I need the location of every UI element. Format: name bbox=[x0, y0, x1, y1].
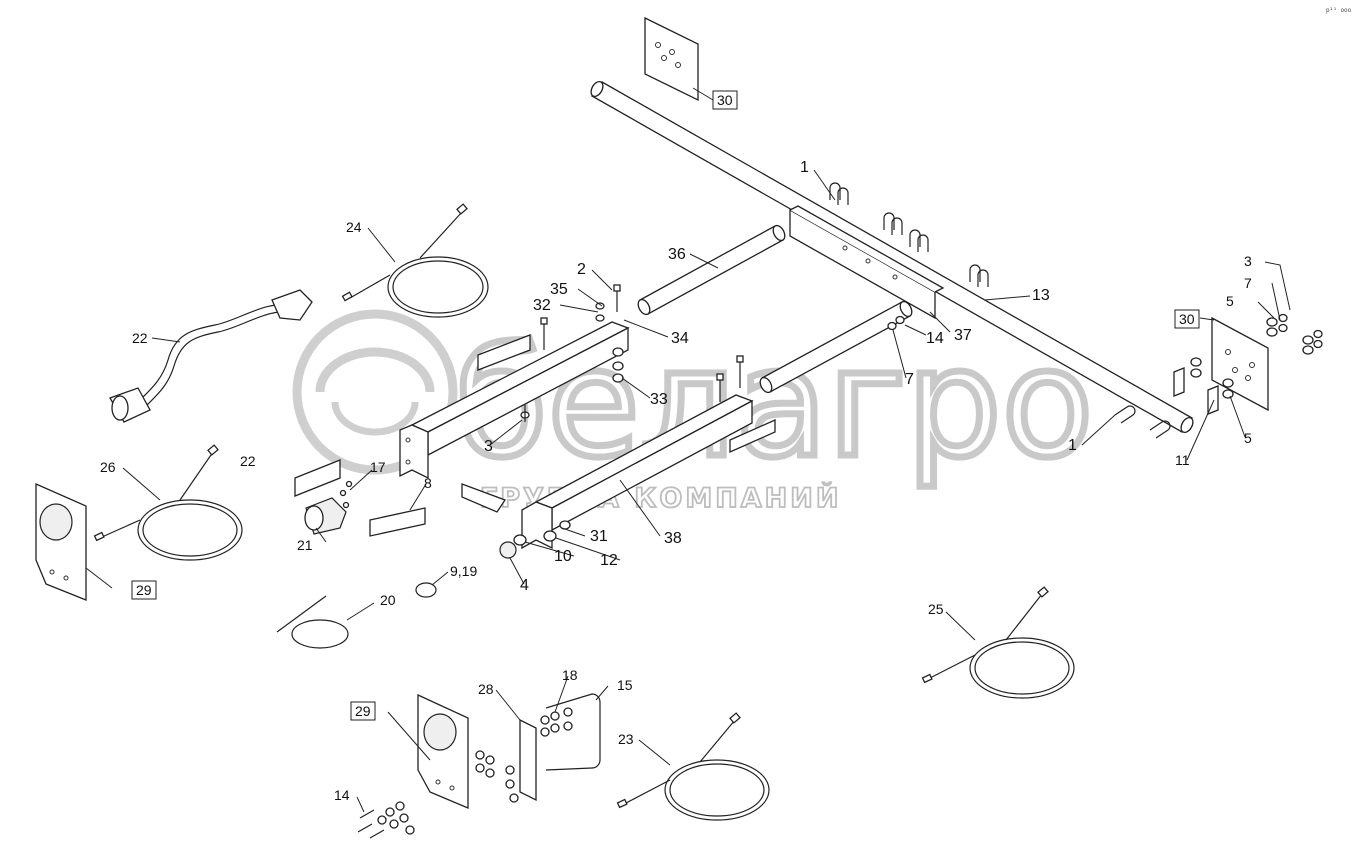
light-unit-21 bbox=[304, 480, 353, 535]
callout-17: 17 bbox=[370, 459, 386, 475]
callout-23: 23 bbox=[618, 731, 634, 747]
callout-14a: 14 bbox=[926, 330, 944, 347]
cable-plug-22 bbox=[109, 289, 313, 423]
callout-15: 15 bbox=[617, 677, 633, 693]
callout-22a: 22 bbox=[132, 330, 148, 346]
boxed-ref-30-right: 30 bbox=[1179, 311, 1195, 327]
clamp-plate bbox=[789, 205, 945, 320]
beam-38 bbox=[521, 394, 754, 550]
callout-5a: 5 bbox=[1226, 293, 1234, 309]
callout-5b: 5 bbox=[1244, 430, 1252, 446]
bolt-cluster-14 bbox=[357, 801, 415, 839]
callout-1a: 1 bbox=[800, 159, 809, 176]
callout-13: 13 bbox=[1032, 287, 1050, 304]
u-bolts bbox=[829, 182, 1171, 439]
watermark-brand: белагро bbox=[455, 317, 1093, 491]
callout-25: 25 bbox=[928, 601, 944, 617]
callout-37: 37 bbox=[954, 327, 972, 344]
callout-9-19: 9,19 bbox=[450, 563, 477, 579]
callout-labels: 1 1 2 3 3 4 5 5 7 7 8 9,19 10 11 12 13 1… bbox=[100, 159, 1252, 803]
callout-38: 38 bbox=[664, 530, 682, 547]
stickers bbox=[294, 334, 776, 537]
callout-32: 32 bbox=[533, 297, 551, 314]
leader-lines bbox=[85, 87, 1291, 813]
main-tube bbox=[590, 80, 1194, 434]
callout-34: 34 bbox=[671, 330, 689, 347]
callout-2: 2 bbox=[577, 261, 586, 278]
callout-26: 26 bbox=[100, 459, 116, 475]
callout-14b: 14 bbox=[334, 787, 350, 803]
small-fasteners bbox=[499, 520, 571, 559]
tube-right bbox=[759, 300, 913, 394]
mounting-plate-right bbox=[1211, 316, 1269, 412]
callout-33: 33 bbox=[650, 391, 668, 408]
watermark: белагро ГРУППА КОМПАНИЙ bbox=[292, 309, 1097, 515]
cable-coil-23 bbox=[616, 712, 770, 821]
cable-coil-25 bbox=[921, 586, 1075, 699]
callout-3a: 3 bbox=[1244, 253, 1252, 269]
callout-22b: 22 bbox=[240, 453, 256, 469]
boxed-refs: 30 30 29 29 bbox=[131, 90, 1200, 721]
callout-36: 36 bbox=[668, 246, 686, 263]
cable-coil-26 bbox=[93, 444, 243, 561]
beam-left bbox=[399, 321, 630, 480]
callout-24: 24 bbox=[346, 219, 362, 235]
callout-21: 21 bbox=[297, 537, 313, 553]
bracket-28 bbox=[505, 693, 601, 803]
callout-3b: 3 bbox=[484, 438, 493, 455]
callout-35: 35 bbox=[550, 281, 568, 298]
boxed-ref-30-top: 30 bbox=[717, 92, 733, 108]
boxed-ref-29-left: 29 bbox=[136, 582, 152, 598]
cable-coil-24 bbox=[341, 203, 489, 318]
callout-1b: 1 bbox=[1068, 437, 1077, 454]
callout-28: 28 bbox=[478, 681, 494, 697]
cable-coil-20 bbox=[276, 595, 349, 649]
mounting-plate-top bbox=[644, 16, 699, 102]
callout-7b: 7 bbox=[905, 371, 914, 388]
beam-bolts bbox=[520, 284, 905, 422]
ring-9-19 bbox=[415, 582, 437, 598]
callout-20: 20 bbox=[380, 592, 396, 608]
lamp-bracket-bottom bbox=[417, 693, 495, 809]
callout-31: 31 bbox=[590, 528, 608, 545]
corner-code: р¹¹ ооо bbox=[1326, 7, 1352, 14]
callout-11: 11 bbox=[1175, 452, 1190, 468]
callout-10: 10 bbox=[554, 548, 572, 565]
callout-8: 8 bbox=[424, 475, 432, 491]
lamp-bracket-left bbox=[35, 483, 87, 601]
tube-36 bbox=[637, 224, 786, 316]
callout-12: 12 bbox=[600, 552, 618, 569]
callout-18: 18 bbox=[562, 667, 578, 683]
boxed-ref-29-bottom: 29 bbox=[355, 703, 371, 719]
callout-7a: 7 bbox=[1244, 275, 1252, 291]
callout-4: 4 bbox=[520, 577, 529, 594]
